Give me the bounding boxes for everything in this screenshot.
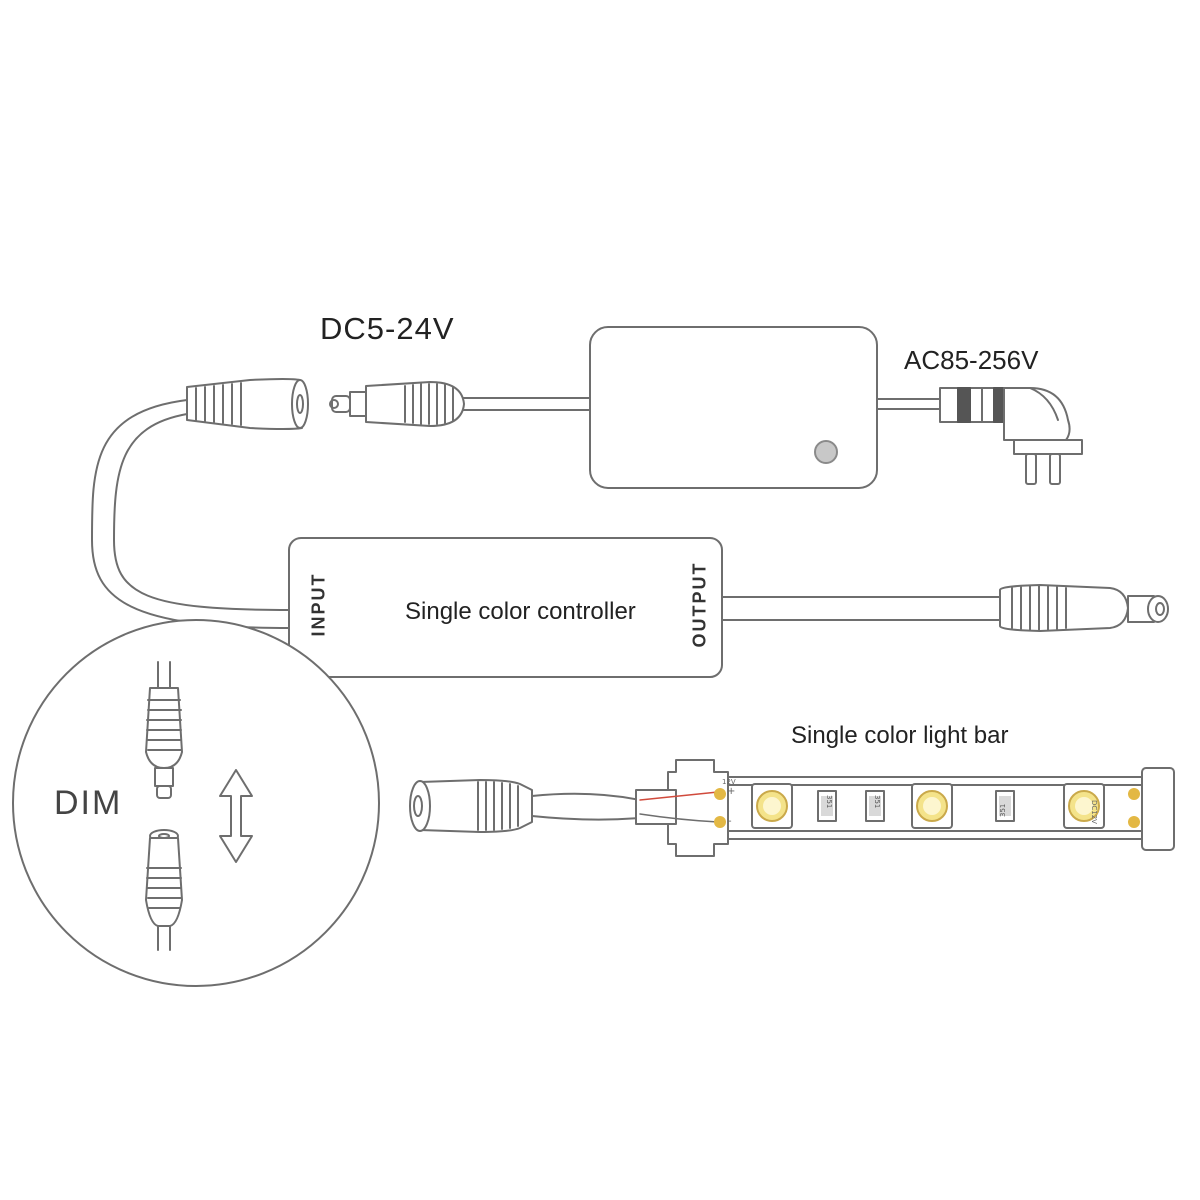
output-port-label: OUTPUT [689,561,710,648]
input-port-label: INPUT [308,572,329,637]
controller-box [288,537,723,678]
power-adapter [589,326,878,489]
dim-detail-circle [12,619,380,987]
resistor-code: 351 [999,803,1007,817]
light-bar-label: Single color light bar [791,722,1009,749]
led-chip [911,783,953,829]
ac-voltage-label: AC85-256V [904,345,1039,375]
strip-minus-marking: - [728,816,732,827]
dc-female-connector [91,378,309,629]
controller-output-plug [721,584,1169,632]
led-chips [751,783,1105,829]
dc-voltage-label: DC5-24V [320,311,455,346]
strip-plus-marking: + [727,786,736,797]
dc-male-plug [329,381,591,427]
resistors [817,790,1015,822]
resistor-code: 351 [825,795,833,809]
strip-solder-pads [714,788,1140,828]
resistor-code: 351 [873,795,881,809]
led-chip [1063,783,1105,829]
ac-plug [876,387,1083,485]
led-chip [751,783,793,829]
strip-voltage-marking: 12V [722,778,736,786]
controller-label: Single color controller [405,598,636,625]
strip-end-voltage-marking: DC12V [1090,800,1098,824]
dim-label: DIM [54,784,123,822]
double-arrow-icon [219,769,253,863]
adapter-indicator-light [814,440,838,464]
